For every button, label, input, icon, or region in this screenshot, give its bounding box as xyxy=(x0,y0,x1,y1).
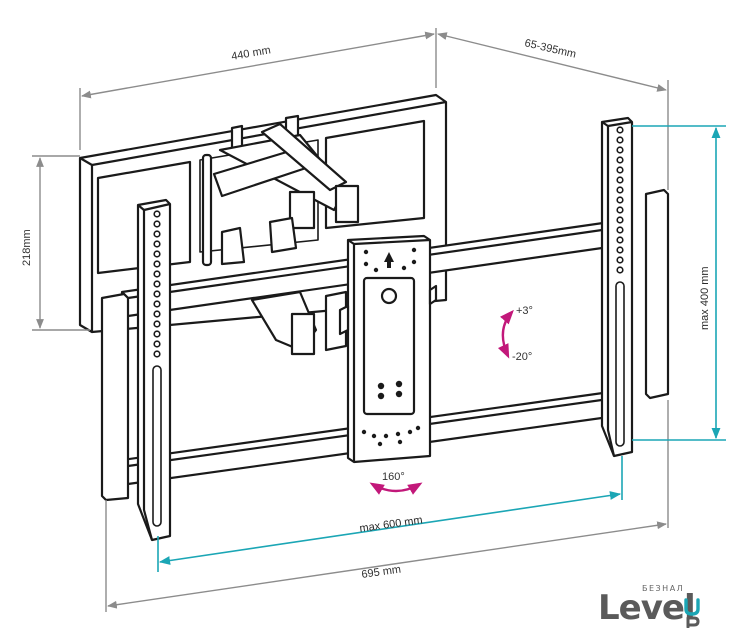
swing-arms xyxy=(212,114,360,356)
logo-up-text: UP xyxy=(683,596,685,597)
central-bracket xyxy=(338,234,438,464)
left-height-label: 218mm xyxy=(21,229,33,266)
logo-level-text: Level xyxy=(598,588,696,628)
tilt-down-label: -20° xyxy=(512,351,532,363)
top-width-label: 440 mm xyxy=(230,44,271,63)
teal-dimension-lines xyxy=(157,125,726,572)
right-vertical-arm xyxy=(600,116,670,458)
tilt-up-label: +3° xyxy=(516,305,533,317)
inner-width-label: max 600 mm xyxy=(359,514,424,535)
logo-small-text: БЕЗНАЛ xyxy=(642,584,685,593)
rotation-arrows xyxy=(369,309,514,495)
outer-width-label: 695 mm xyxy=(361,564,402,581)
swivel-label: 160° xyxy=(382,471,405,483)
logo-up-icon: UP xyxy=(683,596,700,628)
tilt-arrow xyxy=(497,309,514,359)
right-height-label: max 400 mm xyxy=(699,266,711,330)
swivel-arrow xyxy=(369,482,423,495)
